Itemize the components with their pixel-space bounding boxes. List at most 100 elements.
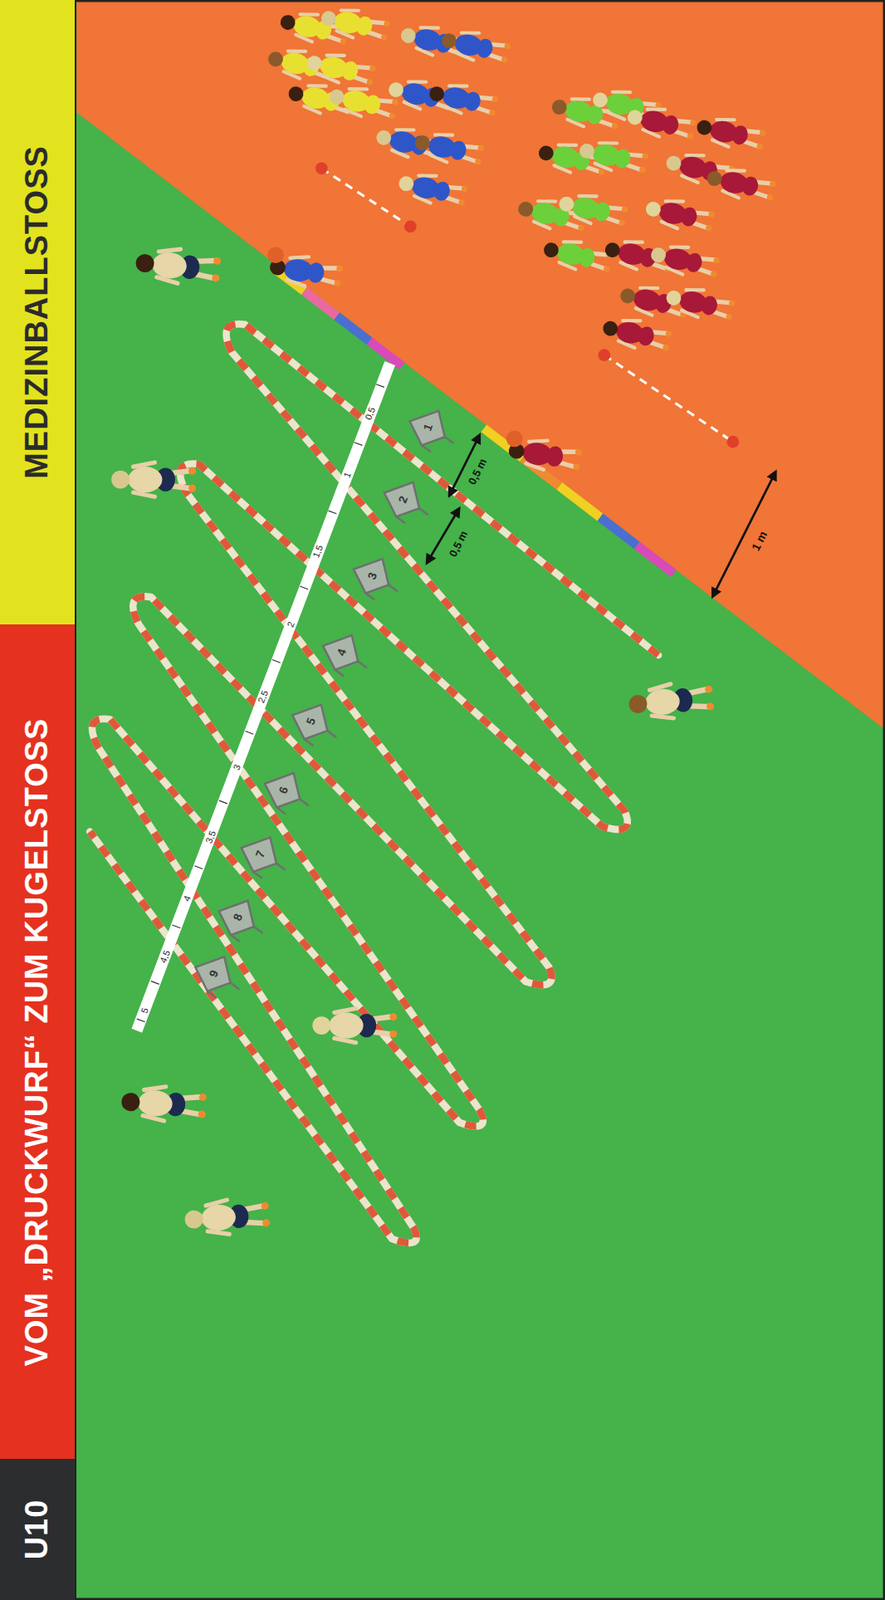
shoe [380,34,388,42]
shirt [656,200,689,226]
shoe [197,1109,206,1118]
shirt [127,466,162,493]
cone-leg [276,860,286,872]
arm [334,1007,357,1013]
head [601,319,620,338]
tape-tick [194,865,203,870]
shirt [616,240,648,267]
shirt [400,80,432,107]
shoe [199,1093,207,1101]
arm [649,684,671,690]
cone-leg [388,582,398,594]
medicine-ball [506,430,524,448]
shoe [188,484,196,492]
age-band: U10 [0,1458,77,1600]
head [319,9,338,28]
shirt [554,240,587,267]
start-block [636,545,674,574]
shirt [279,50,312,77]
shirt [410,174,442,201]
shoe [211,273,221,283]
shoe [213,256,222,265]
head [537,144,555,162]
shoe [503,42,512,50]
shoe [725,312,734,321]
shoe [756,142,764,151]
marker-cone [219,899,264,944]
marker-cone [322,634,367,680]
tape-tick [136,1018,146,1022]
marker-dot [726,435,739,449]
head [278,14,297,32]
arm [334,1038,357,1043]
shirt [440,84,473,111]
shoe [188,467,196,475]
shirt [332,9,364,35]
head [266,50,284,69]
cone-plate [410,410,449,447]
shirt [614,319,646,346]
tape-tick [272,660,281,664]
cone-plate [241,837,280,874]
child-figure [396,168,470,211]
shoe [704,224,713,232]
shirt [708,118,740,145]
medicine-ball [267,246,284,264]
tape-tick [171,924,181,929]
shoe [706,702,715,711]
shoe [704,684,714,694]
marker-cone [292,704,337,749]
head [397,175,416,193]
child-figure [318,3,392,45]
head [517,200,535,218]
shoe [638,166,646,174]
lane-line-dash [89,323,659,1243]
head [287,85,305,103]
shirt [570,195,602,221]
shirt [328,1012,363,1039]
cone-leg [299,796,309,808]
shirt [151,250,188,279]
band-label: MEDIZINBALLSTOSS [19,145,55,480]
child-figure [704,163,778,206]
shoe [664,330,673,338]
cone-leg [357,659,367,670]
child-figure [439,25,513,68]
head [664,154,683,172]
marker-line [604,355,734,442]
cone-leg [304,737,314,749]
child-figure [576,136,651,178]
shirt [549,144,582,171]
child-figure [625,102,699,144]
shoe [689,118,698,127]
marker-cone [353,557,398,603]
head [542,241,560,260]
head [619,287,637,305]
shoe [369,64,377,73]
start-block [600,517,637,546]
shoe [641,152,650,161]
shoe [618,219,626,227]
shoe [611,122,619,130]
adult-figure [134,245,222,288]
start-block [337,316,370,342]
shoe [709,270,718,279]
start-block [559,485,601,518]
shoe [458,199,466,207]
head [603,241,621,260]
arm [142,1115,165,1122]
shoe [333,279,342,288]
discipline-band: MEDIZINBALLSTOSS [0,0,77,625]
shoe [339,37,348,45]
shirt [137,1089,174,1117]
shoe [262,1218,271,1228]
marker-cone [195,955,240,1001]
shirt [677,154,709,181]
shoe [728,299,736,308]
tape-tick [219,800,228,804]
shoe [602,264,611,273]
shoe [477,144,485,152]
shirt [387,128,420,155]
shoe [662,343,670,352]
